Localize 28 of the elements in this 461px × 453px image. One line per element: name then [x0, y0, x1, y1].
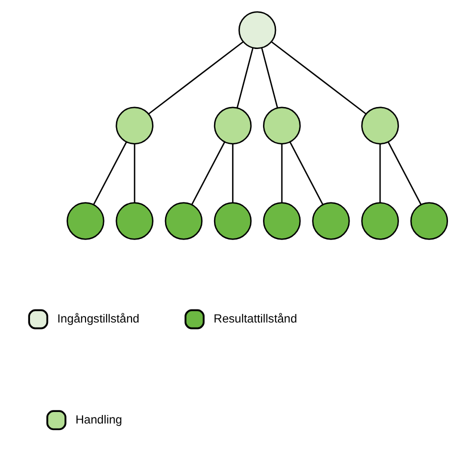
connector [261, 48, 278, 108]
legend-label: Ingångstillstånd [57, 311, 140, 326]
connector [388, 142, 422, 205]
node-circle [361, 202, 399, 240]
connector [271, 41, 366, 114]
connector [281, 144, 283, 203]
node-circle [66, 202, 104, 240]
node-circle [238, 11, 276, 49]
node-circle [361, 106, 399, 144]
connector [379, 144, 381, 203]
connector [148, 41, 244, 114]
connector [92, 142, 128, 205]
legend-label: Handling [75, 412, 122, 426]
node-circle [312, 202, 350, 240]
node-circle [214, 106, 252, 144]
connector [289, 142, 324, 205]
connector [236, 48, 254, 108]
connector [134, 144, 136, 203]
node-circle [263, 202, 301, 240]
connector [191, 142, 226, 205]
node-circle [116, 202, 154, 240]
legend-label: Resultattillstånd [214, 311, 298, 326]
node-circle [263, 106, 301, 144]
node-circle [410, 202, 448, 240]
connector [232, 144, 234, 203]
node-circle [214, 202, 252, 240]
node-circle [164, 202, 203, 240]
node-circle [116, 106, 154, 144]
